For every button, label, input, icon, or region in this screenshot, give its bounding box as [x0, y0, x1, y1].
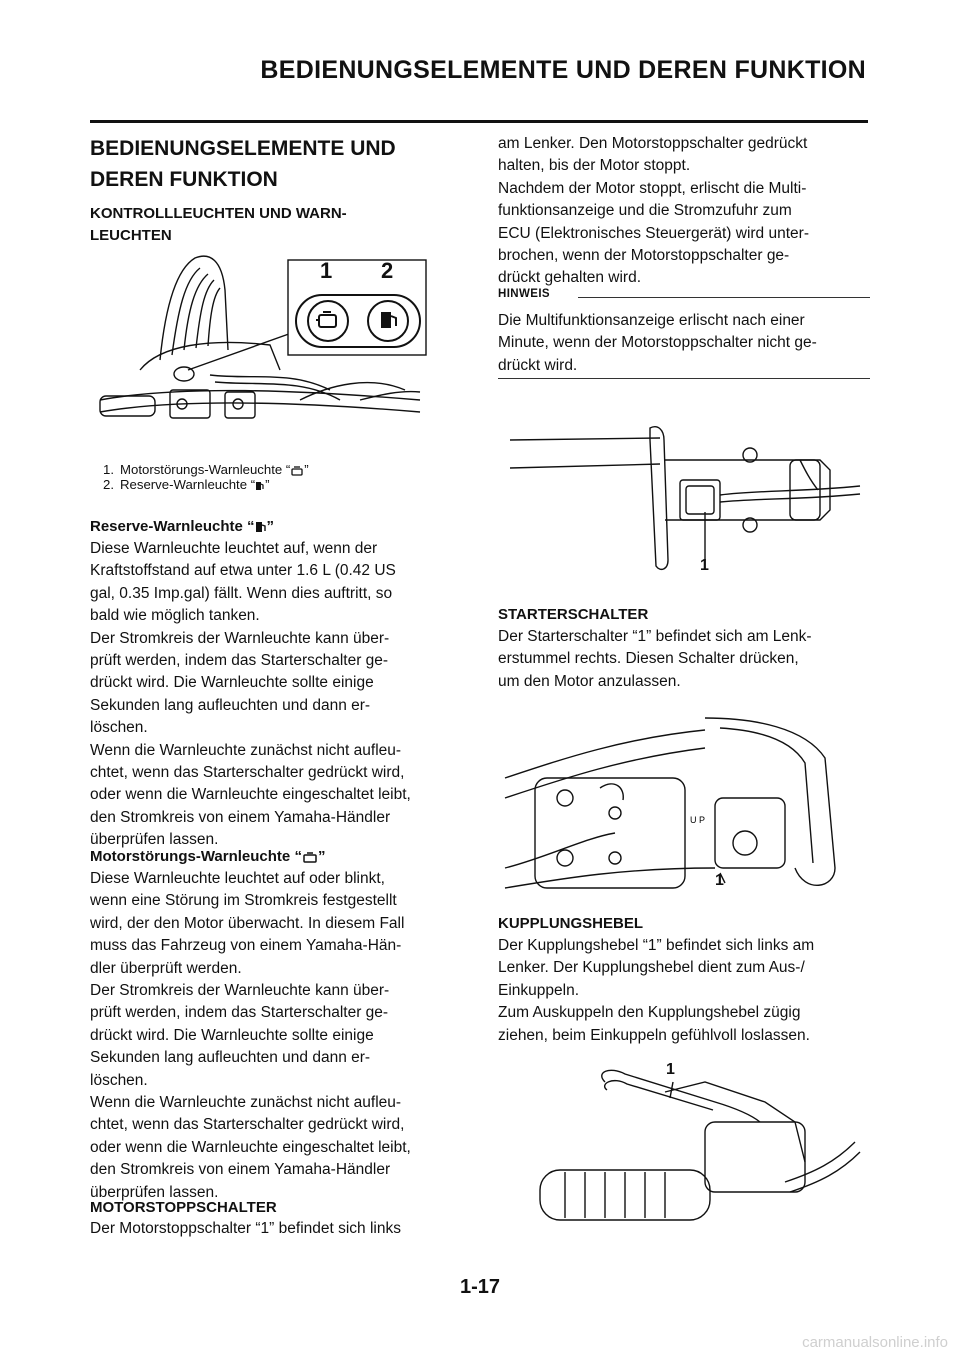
figure1-label-2: 2 [381, 258, 394, 283]
note-rule-top [578, 297, 870, 298]
text-line: Der Kupplungshebel “1” befindet sich lin… [498, 937, 815, 954]
text-line: um den Motor anzulassen. [498, 672, 681, 690]
text-line: Der Stromkreis der Warnleuchte kann über… [90, 982, 390, 1000]
text-line: drückt wird. Die Warnleuchte sollte eini… [90, 1026, 374, 1044]
motor-heading: Motorstörungs-Warnleuchte “” [90, 848, 326, 865]
starter-heading: STARTERSCHALTER [498, 606, 649, 623]
text-line: chtet, wenn das Starterschalter gedrückt… [90, 764, 405, 782]
text-line: löschen. [90, 1071, 148, 1089]
text-line: chtet, wenn das Starterschalter gedrückt… [90, 1116, 405, 1134]
text-line: den Stromkreis von einem Yamaha-Händler [90, 1161, 391, 1179]
kontroll-heading-line1: KONTROLLLEUCHTEN UND WARN- [90, 205, 347, 222]
text-line: Diese Warnleuchte leuchtet auf oder blin… [90, 870, 385, 887]
text-line: Nachdem der Motor stoppt, erlischt die M… [498, 179, 807, 197]
figure2-label-1: 1 [700, 557, 709, 574]
text-line: dler überprüft werden. [90, 959, 242, 977]
text-line: überprüfen lassen. [90, 1183, 219, 1201]
reserve-body: Diese Warnleuchte leuchtet auf, wenn der… [90, 538, 462, 852]
stop-body: Der Motorstoppschalter “1” befindet sich… [90, 1218, 462, 1240]
fuel-pump-icon [381, 312, 397, 328]
text-line: gal, 0.35 Imp.gal) fällt. Wenn dies auft… [90, 584, 393, 602]
watermark-link[interactable]: carmanualsonline.info [802, 1334, 948, 1351]
text-line: oder wenn die Warnleuchte eingeschaltet … [90, 786, 411, 804]
page-number: 1-17 [459, 1276, 501, 1298]
fuel-pump-icon [256, 481, 264, 490]
figure-engine-stop-switch [509, 426, 861, 571]
kontroll-heading: KONTROLLLEUCHTEN UND WARN- LEUCHTEN [90, 203, 462, 247]
motor-body: Diese Warnleuchte leuchtet auf oder blin… [90, 868, 462, 1204]
note-rule-bottom [498, 378, 870, 379]
text-line: Kraftstoffstand auf etwa unter 1.6 L (0.… [90, 562, 396, 580]
text-line: prüft werden, indem das Starterschalter … [90, 1004, 389, 1022]
text-line: Wenn die Warnleuchte zunächst nicht aufl… [90, 1094, 402, 1112]
text-line: Minute, wenn der Motorstoppschalter nich… [498, 334, 817, 352]
text-line: Der Starterschalter “1” befindet sich am… [498, 628, 812, 645]
note-body: Die Multifunktionsanzeige erlischt nach … [498, 310, 870, 377]
text-line: prüft werden, indem das Starterschalter … [90, 652, 389, 670]
text-line: funktionsanzeige und die Stromzufuhr zum [498, 202, 792, 220]
clutch-heading: KUPPLUNGSHEBEL [498, 915, 644, 932]
text-line: Der Motorstoppschalter “1” befindet sich… [90, 1220, 401, 1237]
section-title: BEDIENUNGSELEMENTE UND DEREN FUNKTION [90, 133, 450, 195]
figure-indicator-lights [99, 255, 427, 419]
engine-warning-icon [303, 852, 317, 863]
page-header-title: BEDIENUNGSELEMENTE UND DEREN FUNKTION [260, 56, 866, 84]
note-header: HINWEIS [498, 288, 870, 304]
fuel-pump-icon [255, 522, 266, 533]
text-line: am Lenker. Den Motorstoppschalter gedrüc… [498, 135, 808, 152]
figure1-label-1: 1 [320, 258, 333, 283]
figure-clutch-lever [539, 1069, 861, 1221]
figure1-caption-1: 1.Motorstörungs-Warnleuchte “” [103, 462, 309, 477]
engine-warning-icon [291, 465, 303, 476]
text-line: Lenker. Der Kupplungshebel dient zum Aus… [498, 959, 805, 977]
engine-warning-icon [316, 311, 337, 328]
text-line: ECU (Elektronisches Steuergerät) wird un… [498, 224, 809, 242]
stop-heading: MOTORSTOPPSCHALTER [90, 1199, 277, 1216]
text-line: wenn eine Störung im Stromkreis festgest… [90, 892, 397, 910]
text-line: löschen. [90, 719, 148, 737]
text-line: Die Multifunktionsanzeige erlischt nach … [498, 312, 805, 329]
text-line: Zum Auskuppeln den Kupplungshebel zügig [498, 1004, 801, 1022]
clutch-body: Der Kupplungshebel “1” befindet sich lin… [498, 935, 870, 1047]
text-line: ziehen, beim Einkuppeln gefühlvoll losla… [498, 1026, 810, 1044]
text-line: Einkuppeln. [498, 981, 580, 999]
text-line: Diese Warnleuchte leuchtet auf, wenn der [90, 540, 378, 557]
text-line: Wenn die Warnleuchte zunächst nicht aufl… [90, 741, 402, 759]
text-line: Sekunden lang aufleuchten und dann er- [90, 1049, 371, 1067]
figure1-caption-2: 2.Reserve-Warnleuchte “” [103, 477, 270, 492]
figure4-label-1: 1 [666, 1061, 675, 1078]
section-title-line2: DEREN FUNKTION [90, 168, 278, 191]
text-line: überprüfen lassen. [90, 831, 219, 849]
text-line: muss das Fahrzeug von einem Yamaha-Hän- [90, 937, 402, 955]
text-line: erstummel rechts. Diesen Schalter drücke… [498, 650, 799, 668]
header-rule [90, 120, 868, 123]
text-line: Sekunden lang aufleuchten und dann er- [90, 696, 371, 714]
text-line: bald wie möglich tanken. [90, 607, 260, 625]
text-line: drückt wird. [498, 356, 578, 374]
kontroll-heading-line2: LEUCHTEN [90, 227, 172, 244]
starter-body: Der Starterschalter “1” befindet sich am… [498, 626, 870, 693]
text-line: brochen, wenn der Motorstoppschalter ge- [498, 247, 790, 265]
note-label: HINWEIS [498, 288, 550, 300]
text-line: wird, der den Motor überwacht. In diesem… [90, 914, 405, 932]
section-title-line1: BEDIENUNGSELEMENTE UND [90, 137, 396, 160]
figure3-label-1: 1 [715, 872, 724, 889]
figure1-caption: 1.Motorstörungs-Warnleuchte “” 2.Reserve… [98, 462, 438, 492]
text-line: oder wenn die Warnleuchte eingeschaltet … [90, 1138, 411, 1156]
text-line: drückt gehalten wird. [498, 269, 642, 287]
stop-body-continued: am Lenker. Den Motorstoppschalter gedrüc… [498, 133, 870, 290]
text-line: Der Stromkreis der Warnleuchte kann über… [90, 629, 390, 647]
text-line: halten, bis der Motor stoppt. [498, 157, 691, 175]
figure3-up-text: U P [690, 815, 705, 825]
figure-starter-switch: U P [504, 717, 836, 889]
text-line: drückt wird. Die Warnleuchte sollte eini… [90, 674, 374, 692]
reserve-heading: Reserve-Warnleuchte “” [90, 518, 275, 535]
text-line: den Stromkreis von einem Yamaha-Händler [90, 808, 391, 826]
